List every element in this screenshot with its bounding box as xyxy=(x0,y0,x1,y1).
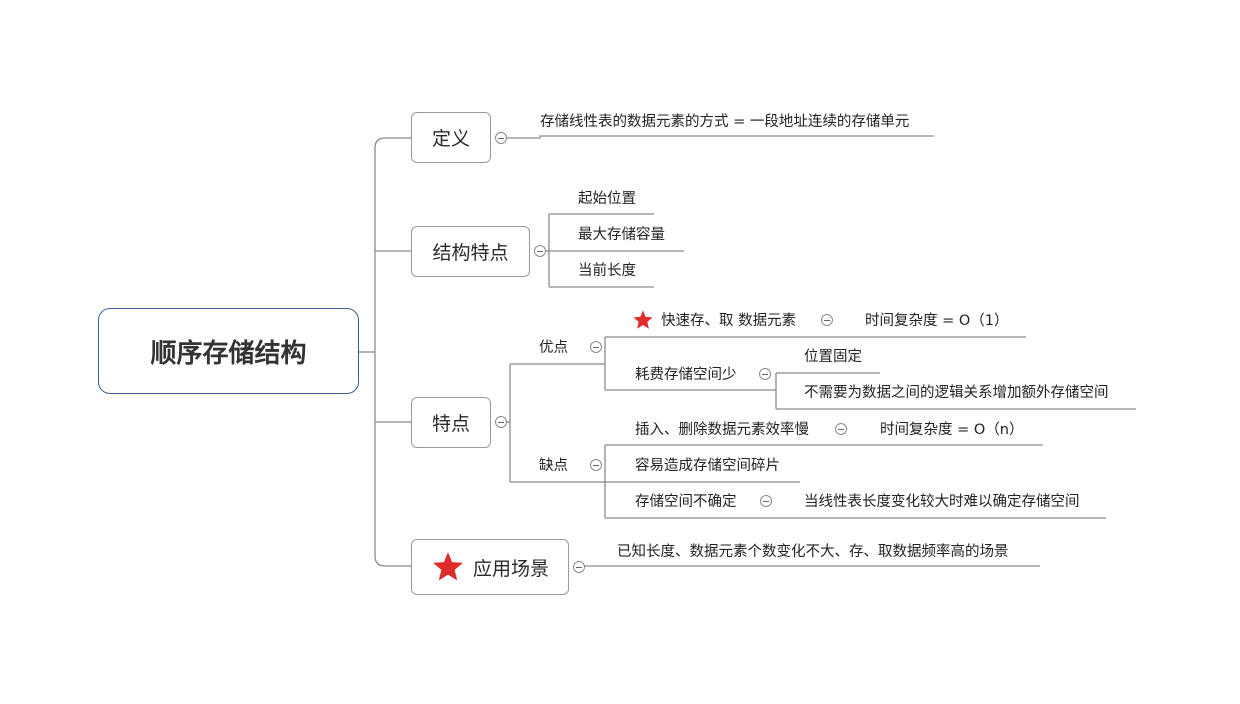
application-label: 应用场景 xyxy=(472,557,549,580)
pros-fast-access-label: 快速存、取 数据元素 xyxy=(661,313,797,329)
slow-insert-complexity: 时间复杂度 = O（n） xyxy=(880,422,1024,438)
features-collapse-toggle[interactable] xyxy=(495,416,507,428)
application-node[interactable]: 应用场景 xyxy=(411,539,569,595)
slow-insert-collapse-toggle[interactable] xyxy=(835,423,847,435)
structure-collapse-toggle[interactable] xyxy=(534,245,546,257)
uncertain-space-collapse-toggle[interactable] xyxy=(760,495,772,507)
fast-access-complexity: 时间复杂度 = O（1） xyxy=(865,313,1009,329)
cons-collapse-toggle[interactable] xyxy=(590,459,602,471)
cons-uncertain-space-label: 存储空间不确定 xyxy=(635,494,737,510)
star-icon xyxy=(431,550,465,584)
definition-node[interactable]: 定义 xyxy=(411,112,491,163)
definition-label: 定义 xyxy=(431,128,470,150)
pros-collapse-toggle[interactable] xyxy=(590,341,602,353)
cons-slow-insert-label: 插入、删除数据元素效率慢 xyxy=(635,422,809,438)
structure-item-current-length: 当前长度 xyxy=(578,263,636,279)
fast-access-collapse-toggle[interactable] xyxy=(821,314,833,326)
cons-label: 缺点 xyxy=(539,458,568,474)
star-icon xyxy=(632,309,654,331)
structure-item-max-capacity: 最大存储容量 xyxy=(578,227,665,243)
root-label: 顺序存储结构 xyxy=(150,338,307,369)
structure-label: 结构特点 xyxy=(432,242,509,264)
features-label: 特点 xyxy=(431,413,470,435)
application-text: 已知长度、数据元素个数变化不大、存、取数据频率高的场景 xyxy=(617,544,1009,560)
definition-text: 存储线性表的数据元素的方式 = 一段地址连续的存储单元 xyxy=(540,114,910,130)
structure-node[interactable]: 结构特点 xyxy=(411,226,530,277)
pros-label: 优点 xyxy=(539,340,568,356)
application-collapse-toggle[interactable] xyxy=(573,561,585,573)
cons-fragmentation-label: 容易造成存储空间碎片 xyxy=(635,458,780,474)
uncertain-space-detail: 当线性表长度变化较大时难以确定存储空间 xyxy=(804,494,1080,510)
pros-low-space-label: 耗费存储空间少 xyxy=(635,367,737,383)
low-space-collapse-toggle[interactable] xyxy=(759,368,771,380)
definition-collapse-toggle[interactable] xyxy=(495,132,507,144)
structure-item-start-position: 起始位置 xyxy=(578,191,636,207)
low-space-detail-fixed-position: 位置固定 xyxy=(804,349,862,365)
root-node[interactable]: 顺序存储结构 xyxy=(98,308,359,394)
low-space-detail-no-extra-space: 不需要为数据之间的逻辑关系增加额外存储空间 xyxy=(804,385,1109,401)
features-node[interactable]: 特点 xyxy=(411,397,491,448)
